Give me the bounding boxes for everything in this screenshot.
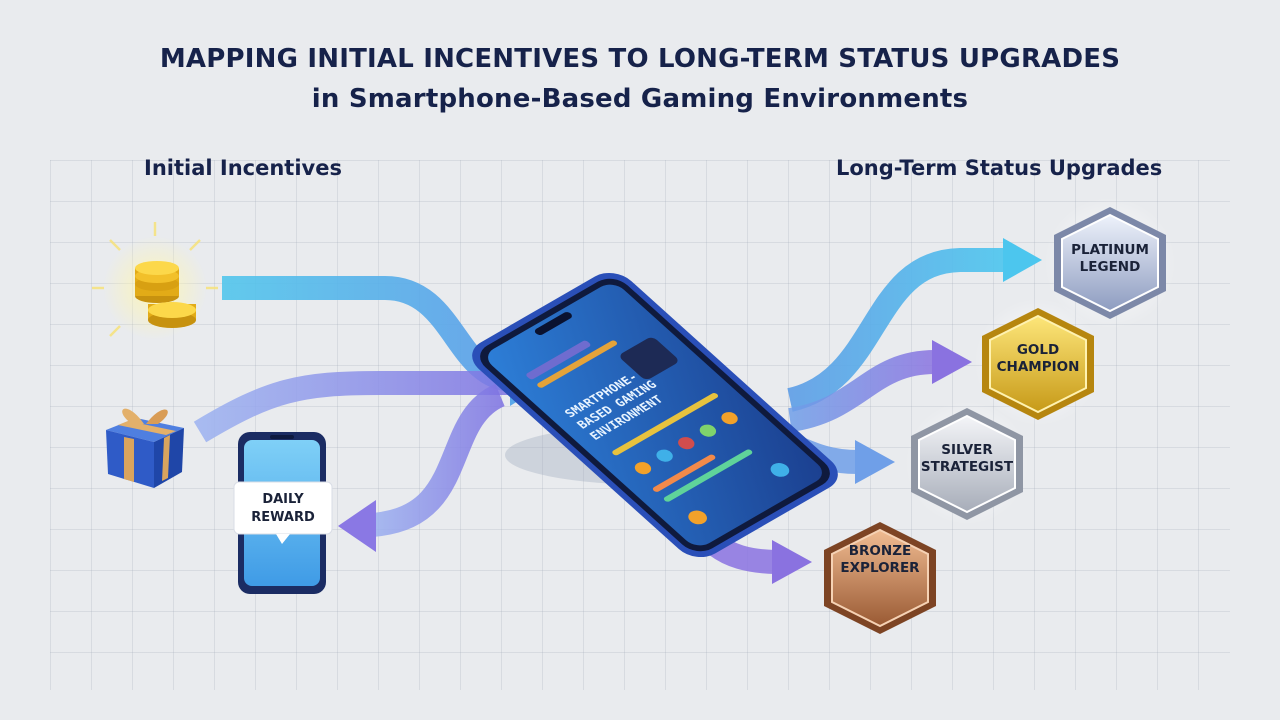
diagram-title: MAPPING INITIAL INCENTIVES TO LONG-TERM … <box>159 44 1121 74</box>
badge-bronze-explorer: BRONZE EXPLORER <box>824 522 936 634</box>
tier-gold-line2: CHAMPION <box>997 359 1080 375</box>
arrow-phone-to-gold <box>787 340 972 432</box>
tier-silver-line1: SILVER <box>941 442 993 458</box>
arrow-phone-to-daily-reward <box>338 383 506 552</box>
arrow-phone-to-platinum <box>786 238 1042 412</box>
tier-silver-line2: STRATEGIST <box>921 459 1014 475</box>
badge-silver-strategist: SILVER STRATEGIST <box>905 401 1029 525</box>
status-upgrades-heading: Long-Term Status Upgrades <box>836 156 1163 180</box>
daily-reward-phone-icon: DAILY REWARD <box>233 432 333 594</box>
badge-platinum-legend: PLATINUM LEGEND <box>1044 197 1176 329</box>
badge-gold-champion: GOLD CHAMPION <box>974 298 1102 426</box>
central-smartphone: SMARTPHONE- BASED GAMING ENVIRONMENT <box>472 272 838 558</box>
gift-box-icon <box>106 408 184 488</box>
diagram-subtitle: in Smartphone-Based Gaming Environments <box>311 84 969 114</box>
tier-bronze-line1: BRONZE <box>849 543 911 559</box>
initial-incentives-heading: Initial Incentives <box>144 156 342 180</box>
daily-reward-label-line2: REWARD <box>251 510 315 525</box>
tier-gold-line1: GOLD <box>1017 342 1059 358</box>
tier-platinum-line2: LEGEND <box>1080 259 1141 275</box>
tier-bronze-line2: EXPLORER <box>840 560 920 576</box>
gold-coins-icon <box>92 222 218 340</box>
arrow-gift-to-phone <box>193 371 510 443</box>
tier-platinum-line1: PLATINUM <box>1071 242 1149 258</box>
daily-reward-label-line1: DAILY <box>262 492 304 507</box>
